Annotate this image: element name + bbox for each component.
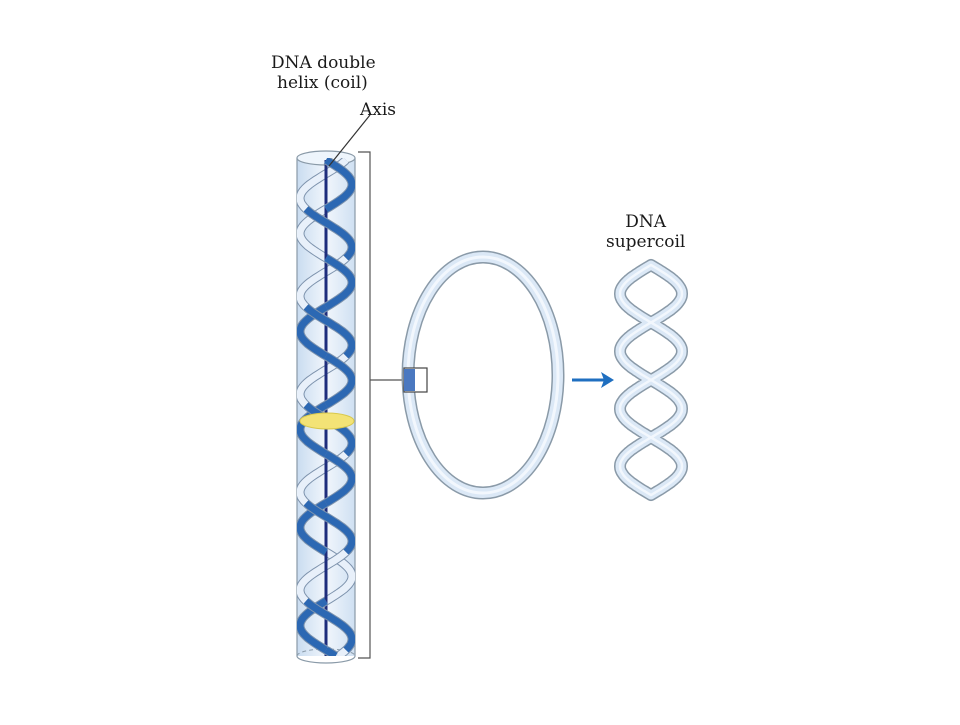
supercoil-label-line1: DNA (625, 212, 667, 232)
helix-strands-front (297, 158, 355, 656)
dna-supercoil (614, 259, 688, 501)
helix-strand-front (324, 450, 355, 507)
supercoil-label: DNA supercoil (606, 212, 685, 252)
helix-strand-front (303, 304, 355, 359)
helix-label-line1: DNA double (271, 53, 376, 73)
helix-strand-front (324, 158, 355, 213)
relaxed-dna-ring (401, 250, 565, 500)
helix-bracket (358, 151, 371, 659)
helix-strand-front (323, 647, 338, 656)
helix-strand-front (324, 254, 355, 311)
axis-pointer-line (328, 114, 371, 167)
zoom-square-fill (404, 369, 415, 391)
supercoil-label-line2: supercoil (606, 232, 686, 252)
helix-strand-front (303, 598, 355, 653)
helix-strand-back (336, 647, 349, 656)
helix-strand-front (324, 352, 355, 409)
axis-label: Axis (360, 100, 397, 120)
helix-strand-front (303, 206, 355, 261)
helix-strand-front (303, 500, 355, 555)
base-pair-marker (299, 412, 355, 430)
helix-strand-back (297, 549, 349, 604)
helix-label: DNA double helix (coil) (271, 53, 376, 93)
right-arrow-icon (572, 372, 614, 388)
helix-label-line2: helix (coil) (277, 73, 368, 93)
tube-bottom-edge (296, 655, 356, 664)
